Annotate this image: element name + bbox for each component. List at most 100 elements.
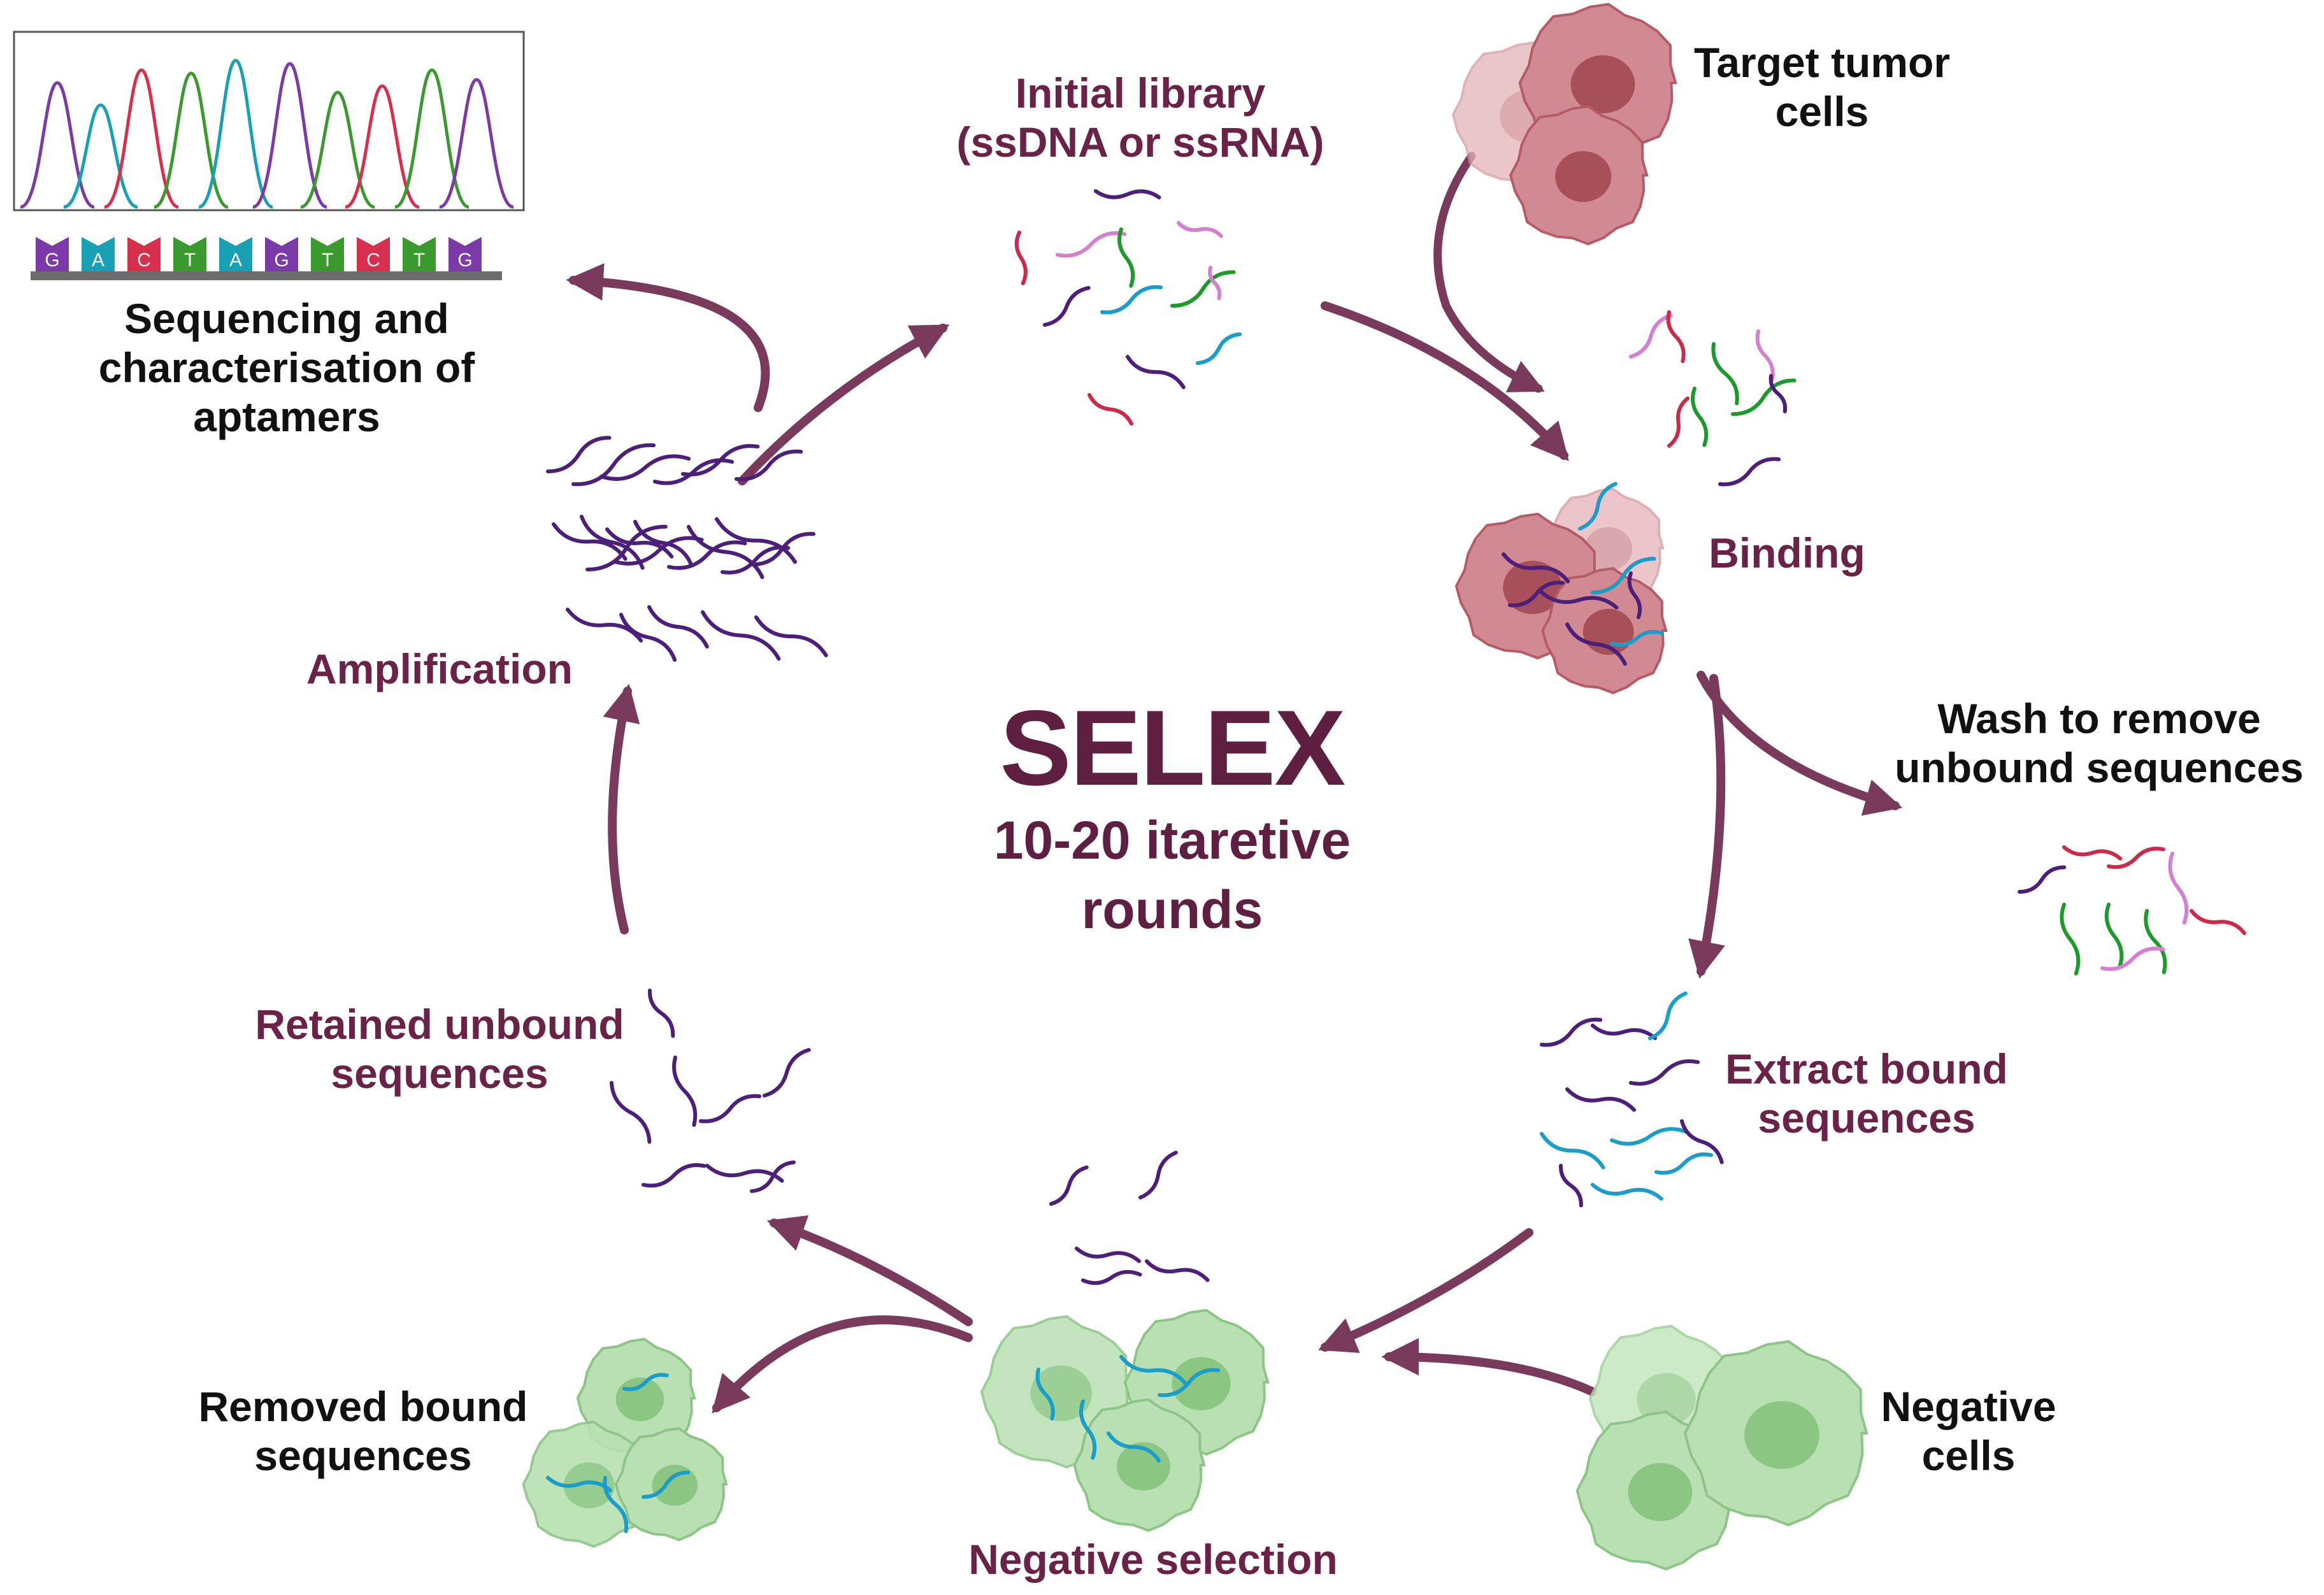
strand	[610, 1081, 652, 1144]
strand	[699, 1094, 762, 1124]
selex-title: SELEX	[1000, 688, 1346, 808]
strand	[1094, 189, 1161, 199]
arrow-amplification-to-library	[738, 324, 950, 485]
strand	[546, 1476, 612, 1492]
strand	[622, 1373, 669, 1391]
arrow-library-to-binding	[1321, 301, 1569, 461]
strand	[1014, 231, 1028, 285]
strand	[754, 615, 828, 657]
selex-subtitle: 10-20 itaretive rounds	[993, 810, 1351, 940]
strand	[580, 515, 645, 570]
sequence-base: G	[265, 237, 298, 271]
base-letter: T	[322, 250, 333, 271]
strand	[1591, 557, 1656, 595]
strand	[672, 1055, 698, 1127]
strand	[653, 458, 735, 485]
arrow-extract-to-negsel	[1318, 1228, 1533, 1354]
chromatogram-peaks	[20, 59, 514, 209]
strand	[735, 449, 803, 482]
strand	[1578, 482, 1617, 531]
label-negative-cells: Negative cells	[1881, 1383, 2056, 1480]
chromatogram-peak	[63, 103, 138, 209]
cell	[576, 1338, 696, 1459]
strand	[1117, 227, 1135, 288]
label-negative-selection: Negative selection	[968, 1536, 1338, 1583]
label-initial-library: Initial library (ssDNA or ssRNA)	[956, 69, 1324, 166]
base-letter: A	[92, 250, 104, 271]
strand	[599, 454, 691, 481]
strand	[1158, 1368, 1221, 1398]
strand	[1768, 374, 1788, 413]
label-binding: Binding	[1709, 529, 1865, 576]
strand	[642, 1163, 707, 1188]
strand	[613, 536, 704, 566]
strand	[603, 1476, 629, 1533]
strand-groups	[546, 189, 2246, 1533]
strand	[1629, 1059, 1700, 1086]
label-sequencing: Sequencing and characterisation of aptam…	[98, 295, 475, 441]
chromatogram-peak	[104, 68, 179, 209]
sequence-base: T	[173, 237, 206, 271]
chromatogram-peak	[439, 78, 514, 209]
base-letter: G	[457, 250, 472, 271]
cell-clusters	[522, 3, 1869, 1571]
arrow-retained-to-amplification	[603, 683, 640, 934]
strand	[1107, 1431, 1161, 1463]
strand	[1138, 1150, 1178, 1199]
strand	[1075, 1247, 1141, 1263]
strand	[1087, 393, 1133, 426]
label-removed-bound: Removed bound sequences	[198, 1383, 528, 1480]
strand	[1502, 552, 1570, 583]
strand	[1667, 396, 1689, 448]
strand	[705, 1164, 784, 1183]
strand	[2107, 847, 2165, 869]
strand	[1540, 590, 1619, 610]
chromatogram-peak	[198, 59, 273, 209]
sequence-base: C	[357, 237, 390, 271]
label-extract-bound: Extract bound sequences	[1725, 1045, 2008, 1142]
strand	[1565, 1087, 1637, 1112]
strand	[1666, 310, 1686, 364]
cell	[614, 1427, 728, 1541]
strand	[1170, 270, 1236, 308]
strand	[2060, 903, 2081, 976]
sequence-base: G	[448, 237, 482, 271]
strand	[571, 443, 656, 487]
label-target-tumor-cells: Target tumor cells	[1693, 39, 1951, 136]
strand	[2018, 865, 2067, 894]
strand	[721, 545, 791, 575]
sequence-base: T	[311, 237, 344, 271]
strand	[1540, 1132, 1605, 1169]
sequence-base: A	[219, 237, 252, 271]
strand	[687, 525, 764, 579]
arrow-tumor-to-binding	[1433, 152, 1545, 393]
strand	[552, 522, 628, 561]
strand	[1056, 231, 1127, 258]
strand	[1049, 1165, 1089, 1206]
arrow-negsel-to-retained	[766, 1215, 973, 1326]
strand	[1208, 266, 1222, 301]
strand	[1718, 457, 1781, 487]
strand	[1558, 1164, 1583, 1208]
strand	[1177, 221, 1223, 238]
strand	[1591, 1024, 1657, 1040]
strand	[1126, 355, 1186, 389]
strand	[763, 1048, 811, 1098]
strand	[2168, 852, 2189, 925]
chromatogram-peak	[252, 62, 327, 209]
strand	[1079, 1399, 1097, 1460]
strand	[1196, 332, 1242, 365]
strand	[1755, 329, 1775, 383]
base-letter: G	[45, 250, 59, 271]
strand	[1081, 1270, 1142, 1285]
strand	[1119, 1355, 1188, 1386]
strand	[1648, 991, 1688, 1040]
strand	[1680, 1119, 1724, 1164]
strand	[647, 605, 709, 649]
chromatogram-peak	[345, 84, 420, 209]
strand	[1610, 1127, 1690, 1146]
strand	[1731, 378, 1797, 417]
strand	[1540, 1017, 1603, 1047]
